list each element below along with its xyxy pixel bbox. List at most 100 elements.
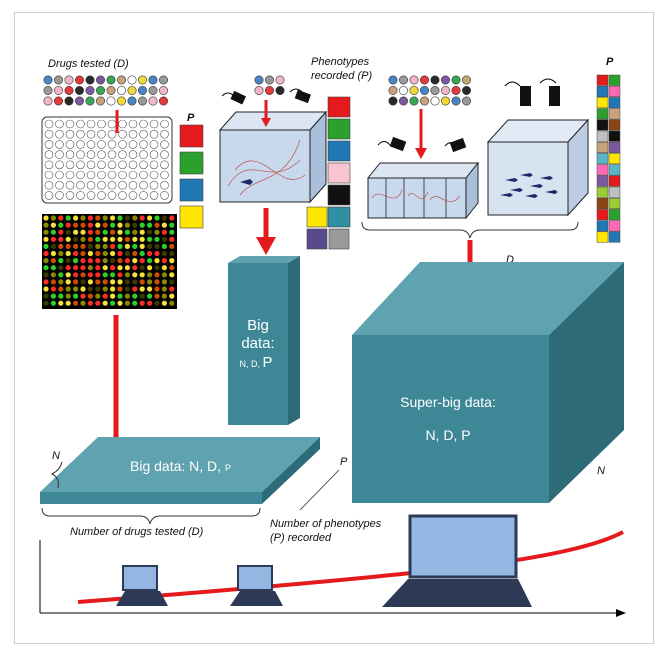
heatmap-cell: [139, 236, 145, 242]
heatmap-cell: [132, 286, 138, 292]
heatmap-cell: [50, 243, 57, 249]
heatmap-cell: [80, 279, 86, 285]
plate-well: [128, 170, 138, 180]
heatmap-cell: [87, 279, 93, 285]
heatmap-cell: [43, 300, 49, 306]
plate-well: [55, 191, 64, 200]
n-brace: [50, 461, 63, 489]
phenotype-swatch: [327, 206, 351, 228]
heatmap-cell: [110, 265, 116, 271]
plate-well: [86, 150, 96, 159]
plate-well: [86, 140, 96, 149]
drug-dot: [138, 75, 148, 85]
heatmap-cell: [147, 293, 153, 299]
heatmap-cell: [50, 215, 57, 221]
heatmap-cell: [50, 265, 57, 271]
phenotype-swatch: [596, 130, 609, 142]
drug-dot: [43, 75, 53, 85]
heatmap-cell: [73, 300, 79, 306]
drug-dot: [64, 75, 74, 85]
p-slab-leader: [299, 469, 340, 511]
drug-dot: [75, 86, 85, 96]
laptop-icon-large: [382, 514, 532, 607]
heatmap-cell: [132, 265, 138, 271]
heatmap-cell: [154, 236, 160, 242]
plate-well: [86, 180, 96, 190]
drug-dot: [461, 86, 471, 96]
heatmap-cell: [65, 300, 71, 306]
drug-dot: [159, 96, 169, 106]
drug-dot: [96, 86, 106, 96]
phenotype-swatch: [327, 118, 351, 140]
plate-well: [65, 129, 75, 139]
phenotype-swatch: [608, 175, 621, 187]
phenotype-swatch: [596, 85, 609, 97]
heatmap-cell: [124, 229, 130, 235]
heatmap-cell: [110, 286, 116, 292]
heatmap-cell: [117, 222, 123, 228]
heatmap-cell: [95, 286, 101, 292]
plate-well: [44, 191, 54, 200]
heatmap-cell: [124, 265, 130, 271]
column-text-line2: data:: [241, 335, 274, 352]
heatmap-cell: [161, 236, 167, 242]
heatmap-cell: [161, 229, 167, 235]
plate-well: [149, 180, 159, 190]
plate-well: [149, 170, 159, 180]
heatmap-cell: [95, 258, 101, 264]
phenotype-swatches-mid: [306, 96, 351, 250]
plate-well: [44, 129, 54, 139]
heatmap-cell: [58, 215, 64, 221]
heatmap-cell: [102, 279, 108, 285]
camera-icon: [504, 81, 531, 106]
heatmap-cell: [65, 243, 71, 249]
plate-well: [44, 170, 54, 180]
plate-well: [44, 140, 54, 149]
heatmap-cell: [132, 222, 138, 228]
drug-dot: [127, 86, 137, 96]
heatmap-cell: [80, 250, 86, 257]
heatmap-cell: [169, 258, 175, 264]
plate-well: [55, 129, 64, 139]
heatmap-cell: [124, 222, 130, 228]
heatmap-cell: [80, 265, 86, 271]
heatmap-cell: [95, 293, 101, 299]
drug-dot: [440, 75, 450, 85]
heatmap-cell: [132, 272, 138, 278]
phenotype-swatch: [328, 228, 350, 250]
heatmap-cell: [58, 272, 64, 278]
heatmap-cell: [110, 215, 116, 221]
heatmap-cell: [147, 250, 153, 257]
plate-well: [139, 119, 148, 129]
heatmap-cell: [73, 215, 79, 221]
heatmap-cell: [58, 279, 64, 285]
heatmap-cell: [124, 293, 130, 299]
drug-dot: [409, 86, 419, 96]
plate-well: [65, 140, 75, 149]
phenotype-swatch: [327, 184, 351, 206]
heatmap-cell: [110, 258, 116, 264]
plate-well: [139, 160, 148, 170]
heatmap-cell: [50, 222, 57, 228]
plate-well: [86, 129, 96, 139]
plate-well: [160, 180, 169, 190]
plate-well: [55, 140, 64, 149]
plate-well: [107, 150, 117, 159]
heatmap-cell: [169, 250, 175, 257]
heatmap-cell: [110, 250, 116, 257]
phenotype-swatch: [596, 186, 609, 198]
super-big-data-cube: [352, 262, 624, 503]
plate-well: [65, 119, 75, 129]
heatmap-cell: [110, 236, 116, 242]
phenotype-swatch: [608, 74, 621, 86]
plate-well: [118, 191, 127, 200]
p-right-label: P: [606, 56, 614, 68]
heatmap-cell: [154, 272, 160, 278]
phenotype-swatch: [327, 162, 351, 184]
heatmap-cell: [147, 279, 153, 285]
phenotype-swatches-right: [596, 74, 621, 243]
drug-dot: [440, 96, 450, 106]
plate-well: [97, 150, 106, 159]
heatmap-cell: [87, 250, 93, 257]
heatmap-cell: [58, 265, 64, 271]
